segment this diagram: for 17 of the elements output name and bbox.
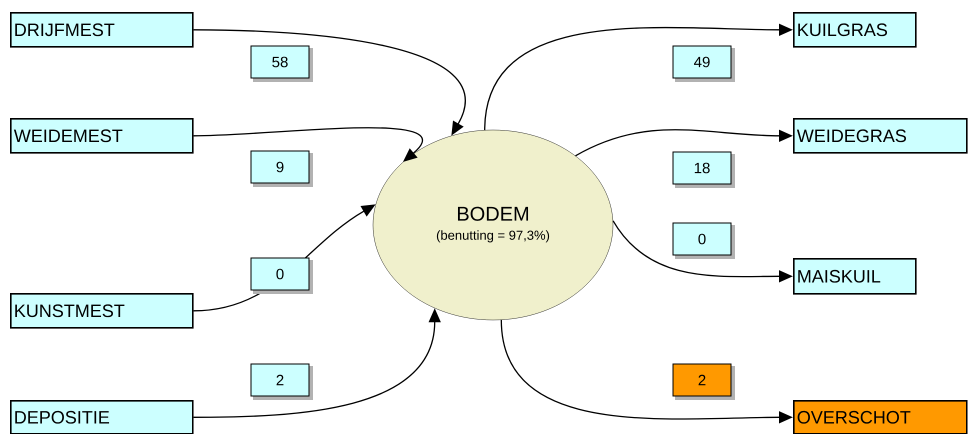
edge-label: 9 [250, 150, 313, 187]
arrow [194, 127, 422, 162]
flow-box: KUILGRAS [793, 12, 917, 48]
flow-box: OVERSCHOT [793, 400, 968, 434]
flow-box: KUNSTMEST [10, 293, 194, 329]
edge-label: 2 [672, 364, 735, 400]
edge-label: 2 [250, 364, 313, 400]
flow-box: MAISKUIL [793, 258, 917, 295]
edge-label: 18 [672, 152, 735, 188]
edge-label: 49 [672, 46, 735, 82]
flow-box: WEIDEMEST [10, 118, 194, 154]
edge-label: 58 [250, 46, 313, 82]
flow-box: DEPOSITIE [10, 400, 194, 434]
flow-box: DRIJFMEST [10, 12, 194, 48]
flow-box: WEIDEGRAS [793, 118, 968, 154]
edge-label: 0 [250, 258, 313, 294]
edge-label: 0 [672, 222, 735, 259]
